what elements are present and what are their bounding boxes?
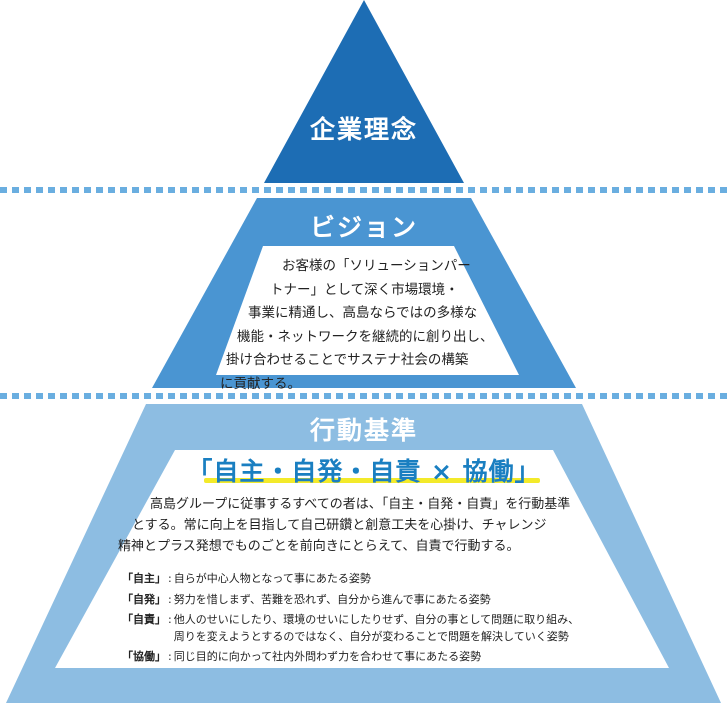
definition-term: 「自発」 <box>122 592 166 606</box>
philosophy-title: 企業理念 <box>309 115 418 144</box>
standards-line: とする。常に向上を目指して自己研鑽と創意工夫を心掛け、チャレンジ <box>132 518 547 533</box>
definition-item: 「自責」 : 他人のせいにしたり、環境のせいにしたりせず、自分の事として問題に取… <box>122 612 632 645</box>
vision-line: トナー」として深く市場環境・ <box>270 281 459 298</box>
definition-separator: : <box>168 613 172 626</box>
standards-line: 高島グループに従事するすべての者は、「自主・自発・自責」を行動基準 <box>150 497 571 512</box>
definitions-list: 「自主」 : 自らが中心人物となって事にあたる姿勢 「自発」 : 努力を惜しまず… <box>122 571 632 666</box>
definition-separator: : <box>168 650 172 663</box>
definition-item: 「自発」 : 努力を惜しまず、苦難を恐れず、自分から進んで事にあたる姿勢 <box>122 592 632 609</box>
definition-text-line: 他人のせいにしたり、環境のせいにしたりせず、自分の事として問題に取り組み、 <box>173 613 580 626</box>
vision-title: ビジョン <box>309 213 418 242</box>
motto-highlight <box>204 478 540 483</box>
vision-line: に貢献する。 <box>220 375 301 392</box>
definition-text: 自らが中心人物となって事にあたる姿勢 <box>173 572 371 585</box>
standards-panel <box>55 450 669 668</box>
definition-text: 努力を惜しまず、苦難を恐れず、自分から進んで事にあたる姿勢 <box>173 592 491 606</box>
philosophy-tier <box>264 0 464 183</box>
definition-separator: : <box>168 592 172 606</box>
definition-separator: : <box>168 572 172 585</box>
definition-item: 「自主」 : 自らが中心人物となって事にあたる姿勢 <box>122 571 632 588</box>
definition-text-line: 周りを変えようとするのではなく、自分が変わることで問題を解決していく姿勢 <box>173 629 569 643</box>
standards-description: 高島グループに従事するすべての者は、「自主・自発・自責」を行動基準 とする。常に… <box>110 494 630 557</box>
vision-line: 機能・ネットワークを継続的に創り出し、 <box>237 328 494 345</box>
definition-term: 「自主」 <box>122 572 166 585</box>
vision-description: お客様の「ソリューションパー トナー」として深く市場環境・ 事業に精通し、高島な… <box>220 255 520 396</box>
definition-text: 同じ目的に向かって社内外問わず力を合わせて事にあたる姿勢 <box>173 650 482 663</box>
vision-line: 掛け合わせることでサステナ社会の構築 <box>226 352 469 368</box>
motto: 「自主・自発・自責 × 協働」 <box>187 457 541 486</box>
definition-text: 他人のせいにしたり、環境のせいにしたりせず、自分の事として問題に取り組み、 周り… <box>174 612 579 645</box>
vision-panel <box>216 246 519 375</box>
definition-term: 「自責」 <box>122 613 166 626</box>
standards-line: 精神とプラス発想でものごとを前向きにとらえて、自責で行動する。 <box>118 539 520 554</box>
vision-line: お客様の「ソリューションパー <box>282 258 471 274</box>
vision-line: 事業に精通し、高島ならではの多様な <box>248 305 478 321</box>
standards-title: 行動基準 <box>309 416 418 445</box>
definition-term: 「協働」 <box>122 650 166 663</box>
definition-item: 「協働」 : 同じ目的に向かって社内外問わず力を合わせて事にあたる姿勢 <box>122 649 632 666</box>
